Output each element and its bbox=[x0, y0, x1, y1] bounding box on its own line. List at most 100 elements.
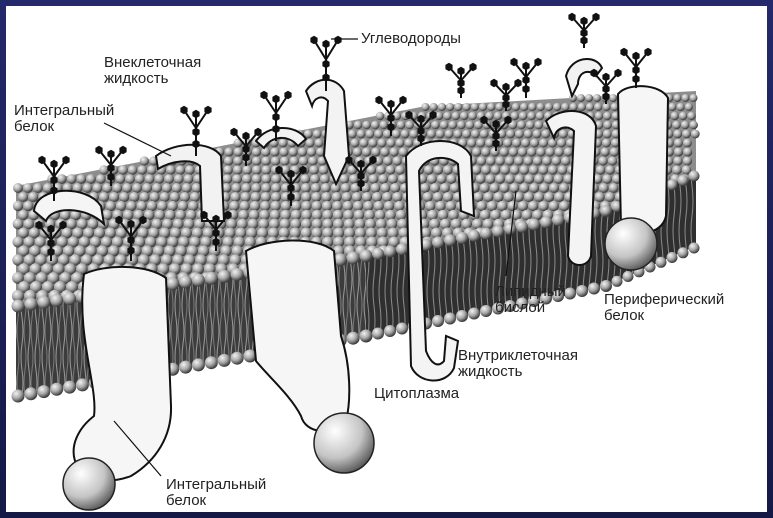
lipid-head bbox=[112, 183, 122, 193]
label-carbohydrates: Углеводороды bbox=[361, 31, 461, 47]
lipid-head bbox=[234, 147, 243, 156]
carbohydrate-chain bbox=[445, 63, 476, 98]
integral-protein-center bbox=[246, 240, 349, 431]
lipid-head bbox=[289, 147, 298, 156]
lipid-head bbox=[490, 183, 500, 193]
lipid-head bbox=[342, 192, 352, 202]
lipid-head bbox=[312, 201, 322, 211]
lipid-head bbox=[404, 139, 413, 148]
lipid-head bbox=[179, 275, 192, 288]
lipid-head bbox=[309, 165, 319, 175]
lipid-head bbox=[689, 121, 698, 130]
sugar-unit bbox=[580, 17, 587, 25]
lipid-head bbox=[386, 165, 396, 175]
lipid-head bbox=[610, 147, 619, 156]
lipid-head bbox=[160, 192, 170, 202]
lipid-head bbox=[473, 192, 483, 202]
lipid-head bbox=[33, 183, 43, 193]
lipid-head bbox=[185, 165, 195, 175]
lipid-head bbox=[552, 214, 564, 226]
lipid-head bbox=[569, 103, 577, 111]
lipid-head bbox=[685, 103, 693, 111]
lipid-head bbox=[372, 328, 384, 340]
lipid-head bbox=[76, 174, 86, 184]
lipid-head bbox=[609, 94, 617, 102]
lipid-head bbox=[357, 130, 366, 139]
lipid-head bbox=[440, 121, 449, 130]
lipid-head bbox=[656, 257, 667, 268]
lipid-head bbox=[13, 219, 24, 230]
lipid-head bbox=[509, 183, 519, 193]
lipid-head bbox=[218, 354, 231, 367]
lipid-head bbox=[300, 174, 310, 184]
lipid-head bbox=[440, 219, 451, 230]
lipid-head bbox=[360, 330, 372, 342]
lipid-head bbox=[437, 174, 447, 184]
lipid-head bbox=[673, 130, 682, 139]
lipid-head bbox=[384, 325, 396, 337]
lipid-head bbox=[390, 147, 399, 156]
lipid-head bbox=[67, 174, 77, 184]
lipid-head bbox=[231, 352, 244, 365]
lipid-head bbox=[438, 103, 446, 111]
lipid-head bbox=[431, 121, 440, 130]
lipid-head bbox=[396, 323, 408, 335]
lipid-head bbox=[360, 250, 372, 262]
lipid-head bbox=[137, 201, 147, 211]
lipid-head bbox=[561, 156, 570, 165]
lipid-head bbox=[481, 165, 491, 175]
lipid-head bbox=[485, 174, 495, 184]
lipid-head bbox=[672, 121, 681, 130]
lipid-head bbox=[468, 112, 476, 120]
lipid-head bbox=[83, 183, 93, 193]
lipid-head bbox=[96, 174, 106, 184]
lipid-head bbox=[526, 121, 535, 130]
lipid-head bbox=[500, 183, 510, 193]
lipid-head bbox=[24, 387, 37, 400]
lipid-head bbox=[480, 305, 492, 317]
lipid-head bbox=[524, 174, 534, 184]
lipid-head bbox=[353, 147, 362, 156]
lipid-head bbox=[301, 192, 311, 202]
lipid-head bbox=[433, 165, 443, 175]
lipid-head bbox=[462, 103, 470, 111]
lipid-head bbox=[374, 130, 383, 139]
integral-protein-far-right bbox=[618, 86, 668, 233]
lipid-head bbox=[259, 210, 270, 221]
lipid-head bbox=[673, 156, 682, 165]
lipid-head bbox=[477, 201, 487, 211]
lipid-head bbox=[135, 174, 145, 184]
lipid-head bbox=[440, 183, 450, 193]
lipid-head bbox=[409, 130, 418, 139]
lipid-head bbox=[546, 147, 555, 156]
sugar-unit bbox=[192, 128, 199, 136]
lipid-head bbox=[319, 165, 329, 175]
lipid-head bbox=[226, 219, 237, 230]
lipid-head bbox=[301, 201, 311, 211]
lipid-head bbox=[539, 165, 549, 175]
lipid-head bbox=[540, 216, 552, 228]
lipid-head bbox=[109, 192, 119, 202]
lipid-head bbox=[670, 112, 678, 120]
lipid-head bbox=[321, 192, 331, 202]
integral-protein-top-right-loop bbox=[566, 59, 602, 96]
lipid-head bbox=[298, 147, 307, 156]
lipid-head bbox=[223, 165, 233, 175]
lipid-head bbox=[423, 192, 433, 202]
lipid-head bbox=[405, 121, 414, 130]
lipid-head bbox=[497, 201, 507, 211]
lipid-head bbox=[13, 183, 23, 193]
lipid-head bbox=[388, 174, 398, 184]
lipid-head bbox=[549, 201, 559, 211]
lipid-head bbox=[393, 156, 402, 165]
sugar-unit bbox=[580, 29, 587, 37]
lipid-head bbox=[492, 225, 504, 237]
sugar-unit bbox=[272, 95, 279, 103]
lipid-head bbox=[493, 192, 503, 202]
integral-protein-center-bulb bbox=[314, 413, 374, 473]
lipid-head bbox=[430, 183, 440, 193]
lipid-head bbox=[424, 165, 434, 175]
lipid-head bbox=[374, 201, 384, 211]
lipid-head bbox=[678, 175, 689, 186]
lipid-head bbox=[480, 130, 489, 139]
